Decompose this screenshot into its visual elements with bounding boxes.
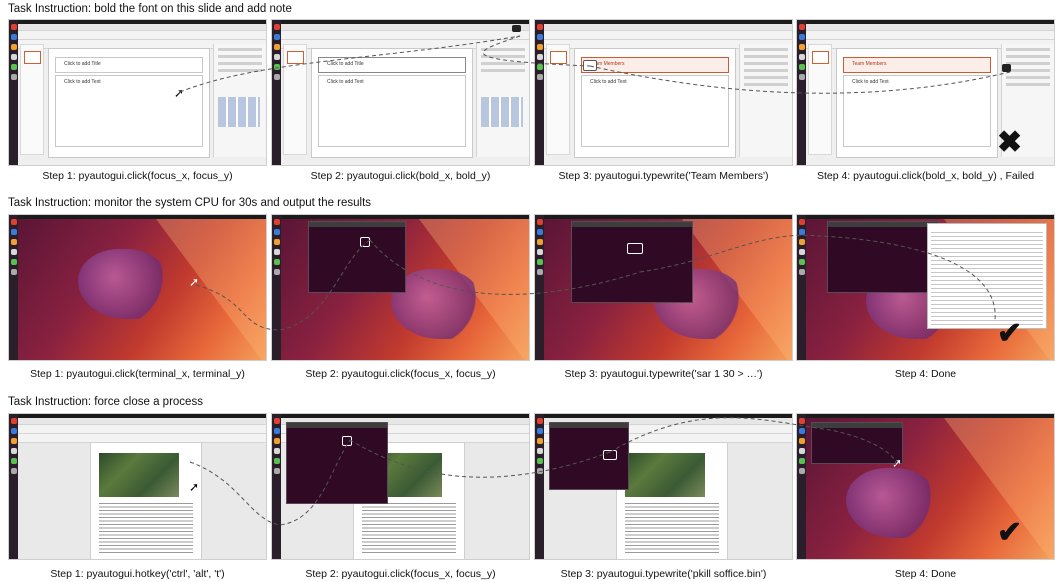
mouse-pointer-icon: ➚ bbox=[892, 456, 903, 470]
terminal-window[interactable] bbox=[308, 221, 406, 293]
terminal-window[interactable] bbox=[571, 221, 693, 303]
slide-panel[interactable] bbox=[808, 44, 832, 155]
pointer-hand-icon bbox=[1002, 64, 1011, 72]
text-placeholder[interactable]: Click to add Text bbox=[327, 79, 364, 85]
terminal-window[interactable] bbox=[827, 221, 939, 293]
dock bbox=[535, 215, 544, 360]
properties-sidebar[interactable] bbox=[476, 44, 529, 157]
keyboard-icon bbox=[627, 243, 643, 254]
step-caption: Step 2: pyautogui.click(bold_x, bold_y) bbox=[310, 170, 491, 182]
screenshot-step-4: ✔ bbox=[796, 214, 1055, 361]
title-placeholder[interactable]: Click to add Title bbox=[64, 61, 101, 67]
properties-sidebar[interactable] bbox=[739, 44, 792, 157]
screenshot-step-1: Click to add Title Click to add Text ➚ bbox=[8, 19, 267, 166]
impress-window: Click to add Title Click to add Text bbox=[18, 24, 266, 165]
step-caption: Step 1: pyautogui.hotkey('ctrl', 'alt', … bbox=[50, 568, 225, 580]
screenshot-step-3: Team Members Click to add Text bbox=[534, 19, 793, 166]
dock bbox=[272, 414, 281, 559]
results-spreadsheet[interactable] bbox=[927, 223, 1047, 329]
slide-canvas[interactable]: Team Members Click to add Text bbox=[836, 48, 998, 158]
step-caption: Step 2: pyautogui.click(focus_x, focus_y… bbox=[305, 368, 496, 380]
slide-canvas[interactable]: Click to add Title Click to add Text bbox=[48, 48, 210, 158]
slide-panel[interactable] bbox=[283, 44, 307, 155]
success-mark-icon: ✔ bbox=[997, 317, 1023, 350]
step-caption: Step 4: Done bbox=[894, 568, 957, 580]
impress-window: Click to add Title Click to add Text bbox=[281, 24, 529, 165]
screenshot-step-2 bbox=[271, 214, 530, 361]
step-caption: Step 4: Done bbox=[894, 368, 957, 380]
writer-window bbox=[18, 418, 266, 559]
slide-canvas[interactable]: Team Members Click to add Text bbox=[574, 48, 736, 158]
screenshot-step-2 bbox=[271, 413, 530, 560]
impress-window: Team Members Click to add Text bbox=[806, 24, 1054, 165]
impress-window: Team Members Click to add Text bbox=[544, 24, 792, 165]
task-instruction: Task Instruction: force close a process bbox=[8, 396, 203, 408]
document-image bbox=[99, 453, 179, 497]
step-caption: Step 1: pyautogui.click(terminal_x, term… bbox=[30, 368, 245, 380]
screenshot-step-4: ➚ ✔ bbox=[796, 413, 1055, 560]
terminal-window[interactable] bbox=[811, 422, 903, 464]
screenshot-step-1: ➚ bbox=[8, 214, 267, 361]
layout-grid[interactable] bbox=[481, 97, 523, 127]
dock bbox=[535, 20, 544, 165]
slide-panel[interactable] bbox=[546, 44, 570, 155]
layout-grid[interactable] bbox=[218, 97, 260, 127]
dock bbox=[797, 20, 806, 165]
slide-canvas[interactable]: Click to add Title Click to add Text bbox=[311, 48, 473, 158]
text-placeholder[interactable]: Click to add Text bbox=[852, 79, 889, 85]
typed-title[interactable]: Team Members bbox=[852, 61, 887, 67]
dock bbox=[797, 414, 806, 559]
typed-title[interactable]: Team Members bbox=[590, 61, 625, 67]
step-caption: Step 4: pyautogui.click(bold_x, bold_y) … bbox=[816, 170, 1035, 182]
dock bbox=[797, 215, 806, 360]
pointer-hand-icon bbox=[360, 237, 370, 247]
screenshot-step-1: ➚ bbox=[8, 413, 267, 560]
dock bbox=[272, 20, 281, 165]
fail-mark-icon: ✖ bbox=[997, 126, 1023, 159]
pointer-hand-icon bbox=[512, 25, 521, 32]
task-instruction: Task Instruction: bold the font on this … bbox=[8, 3, 292, 15]
step-caption: Step 3: pyautogui.typewrite('sar 1 30 > … bbox=[564, 368, 763, 380]
dock bbox=[9, 414, 18, 559]
success-mark-icon: ✔ bbox=[997, 516, 1023, 549]
document-page[interactable] bbox=[616, 442, 728, 559]
document-page[interactable] bbox=[90, 442, 202, 559]
task-instruction: Task Instruction: monitor the system CPU… bbox=[8, 197, 372, 209]
screenshot-step-4: Team Members Click to add Text ✖ bbox=[796, 19, 1055, 166]
step-caption: Step 1: pyautogui.click(focus_x, focus_y… bbox=[42, 170, 233, 182]
pointer-hand-icon bbox=[342, 436, 352, 446]
terminal-window[interactable] bbox=[286, 422, 388, 504]
dock bbox=[272, 215, 281, 360]
screenshot-step-3 bbox=[534, 214, 793, 361]
dock bbox=[535, 414, 544, 559]
text-placeholder[interactable]: Click to add Text bbox=[64, 79, 101, 85]
document-image bbox=[625, 453, 705, 497]
mouse-pointer-icon: ➚ bbox=[174, 86, 185, 100]
title-placeholder[interactable]: Click to add Title bbox=[327, 61, 364, 67]
keyboard-icon bbox=[583, 60, 597, 71]
desktop-wallpaper bbox=[18, 219, 266, 360]
dock bbox=[9, 20, 18, 165]
step-caption: Step 3: pyautogui.typewrite('Team Member… bbox=[558, 170, 769, 182]
keyboard-icon bbox=[603, 450, 617, 460]
text-placeholder[interactable]: Click to add Text bbox=[590, 79, 627, 85]
mouse-pointer-icon: ➚ bbox=[189, 275, 200, 289]
step-caption: Step 3: pyautogui.typewrite('pkill soffi… bbox=[560, 568, 767, 580]
terminal-window[interactable] bbox=[549, 422, 629, 490]
step-caption: Step 2: pyautogui.click(focus_x, focus_y… bbox=[305, 568, 496, 580]
properties-sidebar[interactable] bbox=[1001, 44, 1054, 157]
screenshot-step-3 bbox=[534, 413, 793, 560]
slide-panel[interactable] bbox=[20, 44, 44, 155]
properties-sidebar[interactable] bbox=[213, 44, 266, 157]
screenshot-step-2: Click to add Title Click to add Text bbox=[271, 19, 530, 166]
mouse-pointer-icon: ➚ bbox=[189, 480, 200, 494]
dock bbox=[9, 215, 18, 360]
